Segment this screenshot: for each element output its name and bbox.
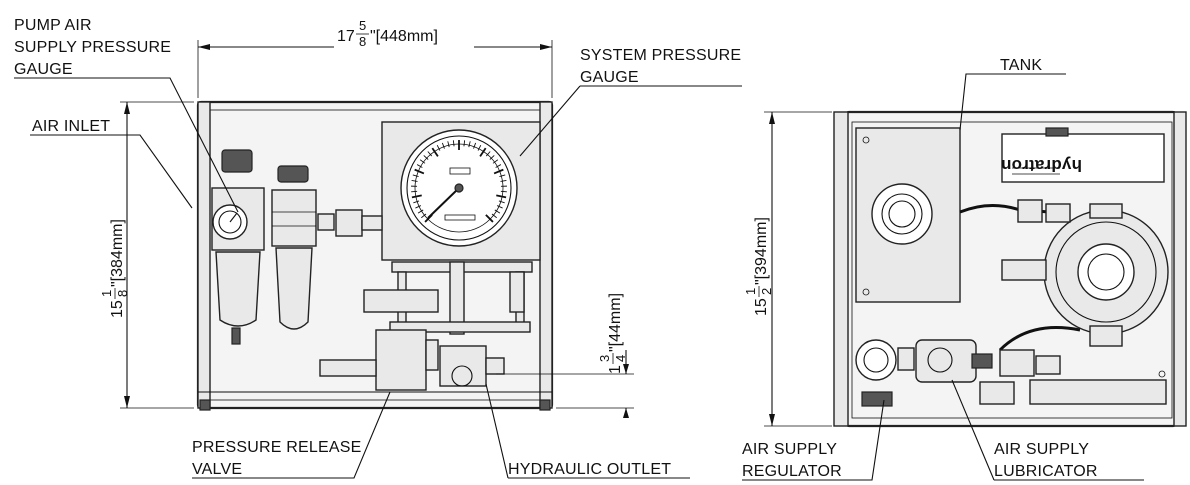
gauge-tick — [499, 174, 506, 178]
gauge-tick — [479, 147, 487, 157]
width-den: 8 — [359, 34, 366, 49]
label-pressure-release-2: VALVE — [192, 461, 242, 478]
gauge-tick — [473, 142, 477, 149]
gauge-tick — [494, 209, 501, 214]
label-pump-air-2: SUPPLY PRESSURE — [14, 39, 171, 56]
width-dimension: 17 5 8 "[448mm] — [197, 18, 553, 98]
gauge-tick — [452, 140, 455, 147]
front-right-post — [539, 101, 553, 409]
outlet-height-mm: "[44mm] — [607, 293, 624, 352]
right-height-den: 2 — [759, 288, 774, 295]
gauge-tick — [419, 159, 426, 164]
label-pump-air-1: PUMP AIR — [14, 17, 92, 34]
label-air-supply-lubricator-1: AIR SUPPLY — [994, 441, 1089, 458]
gauge-tick — [491, 213, 497, 219]
left-height-num: 1 — [99, 290, 114, 297]
label-air-supply-regulator-1: AIR SUPPLY — [742, 441, 837, 458]
gauge-tick — [485, 214, 494, 223]
left-height-dimension: 15 1 8 "[384mm] — [99, 101, 194, 409]
gauge-tick — [421, 213, 427, 219]
gauge-tick — [493, 168, 504, 175]
callout-labels: PUMP AIR SUPPLY PRESSURE GAUGE AIR INLET… — [14, 17, 1098, 480]
pump-body — [319, 261, 533, 391]
gauge-tick — [413, 200, 420, 204]
gauge-tick — [468, 141, 471, 148]
width-mm: "[448mm] — [370, 28, 438, 45]
gauge-tick — [489, 155, 495, 160]
gauge-tick — [423, 155, 429, 160]
gauge-tick — [417, 209, 424, 214]
gauge-tick — [436, 145, 441, 151]
gauge-tick — [477, 145, 482, 151]
left-height-mm: "[384mm] — [109, 219, 126, 287]
right-height-num: 1 — [743, 288, 758, 295]
right-height-mm: "[394mm] — [753, 217, 770, 285]
width-whole: 17 — [337, 28, 355, 45]
left-height-den: 8 — [115, 290, 130, 297]
gauge-tick — [412, 174, 419, 178]
system-pressure-gauge — [400, 129, 518, 247]
gauge-tick — [415, 205, 422, 209]
gauge-tick — [495, 164, 502, 168]
gauge-tick — [416, 164, 423, 168]
label-pressure-release-1: PRESSURE RELEASE — [192, 439, 361, 456]
label-system-pressure-2: GAUGE — [580, 69, 639, 86]
label-air-supply-lubricator-2: LUBRICATOR — [994, 463, 1098, 480]
gauge-tick — [411, 194, 422, 199]
outlet-height-den: 4 — [613, 355, 628, 362]
right-height-whole: 15 — [753, 298, 770, 316]
label-tank: TANK — [1000, 57, 1042, 74]
label-air-inlet: AIR INLET — [32, 118, 110, 135]
gauge-tick — [427, 151, 433, 157]
gauge-tick — [496, 205, 503, 209]
width-num: 5 — [359, 18, 366, 33]
gauge-tick — [414, 168, 425, 175]
right-height-dimension: 15 1 2 "[394mm] — [743, 111, 832, 427]
gauge-tick — [411, 180, 418, 182]
gauge-tick — [500, 180, 507, 182]
gauge-tick — [441, 142, 445, 149]
front-left-post — [197, 101, 211, 409]
gauge-tick — [463, 140, 466, 147]
label-pump-air-3: GAUGE — [14, 61, 73, 78]
label-air-supply-regulator-2: REGULATOR — [742, 463, 842, 480]
outlet-height-num: 3 — [597, 355, 612, 362]
gauge-tick — [485, 151, 491, 157]
outlet-height-dimension: 1 3 4 "[44mm] — [496, 293, 634, 418]
left-height-whole: 15 — [109, 300, 126, 318]
nameplate: hydratron — [1001, 127, 1165, 183]
gauge-tick — [431, 147, 439, 157]
gauge-tick — [498, 200, 505, 204]
gauge-tick — [492, 159, 499, 164]
front-view: 17 5 8 "[448mm] 15 1 8 "[384mm] — [14, 18, 742, 479]
label-system-pressure-1: SYSTEM PRESSURE — [580, 47, 741, 64]
air-filter-regulator — [211, 149, 383, 345]
brand-name: hydratron — [1001, 156, 1082, 175]
air-supply-regulator-unit — [855, 339, 915, 407]
label-hydraulic-outlet: HYDRAULIC OUTLET — [508, 461, 671, 478]
air-supply-lubricator-unit — [915, 339, 1167, 405]
side-view: hydratron — [742, 73, 1187, 481]
air-motor — [959, 199, 1169, 352]
gauge-tick — [447, 141, 450, 148]
gauge-tick — [496, 194, 507, 199]
outlet-height-whole: 1 — [607, 365, 624, 374]
